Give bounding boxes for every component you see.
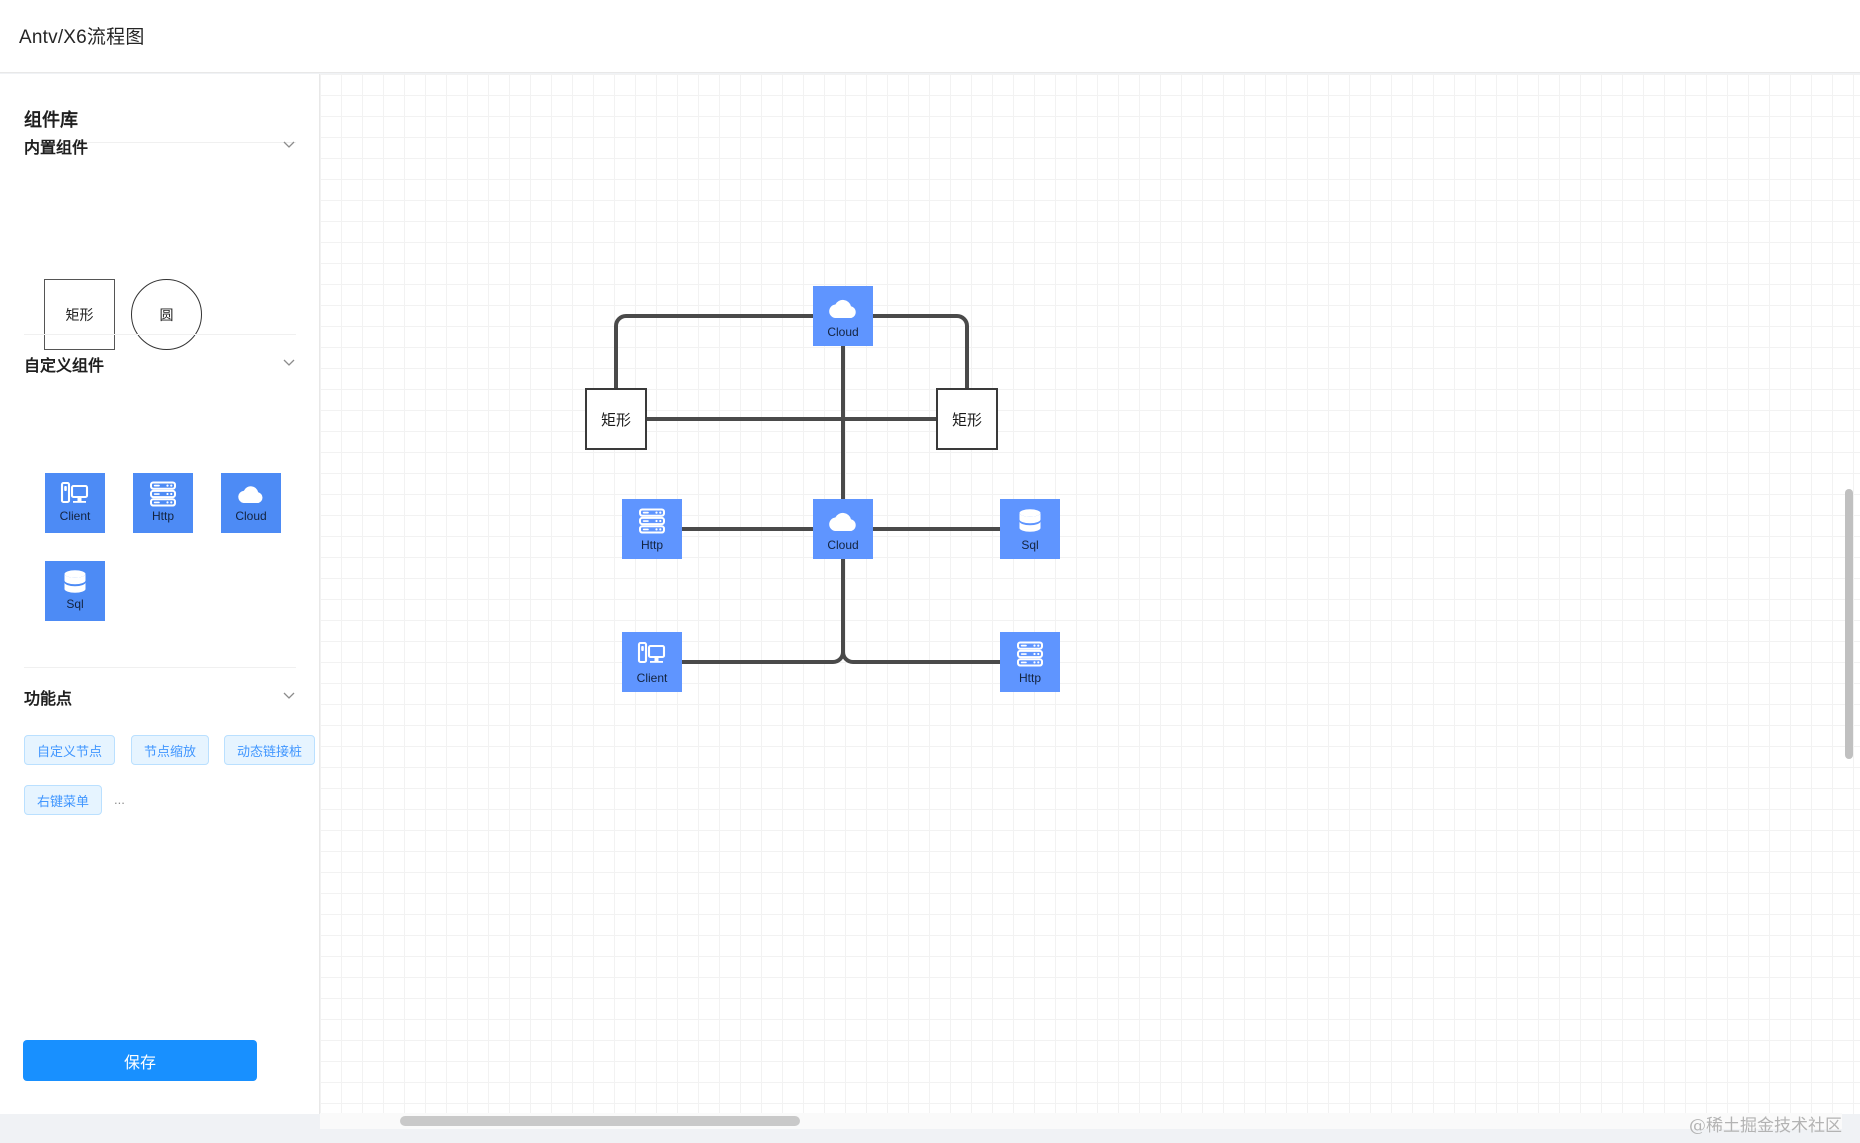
canvas-node-cloud-mid[interactable]: Cloud <box>813 499 873 559</box>
database-icon <box>1013 507 1047 535</box>
chevron-down-icon[interactable] <box>282 355 296 369</box>
server-icon <box>148 481 178 507</box>
flow-canvas[interactable]: Cloud 矩形 矩形 <box>320 74 1860 1114</box>
feature-tag-context-menu[interactable]: 右键菜单 <box>24 785 103 815</box>
client-icon <box>60 481 90 507</box>
canvas-vertical-scrollbar[interactable] <box>1845 489 1853 759</box>
server-icon <box>635 507 669 535</box>
palette-builtin-rect[interactable]: 矩形 <box>44 279 115 350</box>
palette-tile-sql-label: Sql <box>66 597 84 611</box>
section-label-custom: 自定义组件 <box>24 358 105 375</box>
canvas-node-label: Http <box>1018 671 1041 685</box>
edge-layer <box>614 314 1002 664</box>
feature-tag-custom-node[interactable]: 自定义节点 <box>24 735 116 765</box>
app-header: Antv/X6流程图 <box>0 0 1860 73</box>
canvas-node-label: Cloud <box>827 538 859 552</box>
canvas-node-cloud-top[interactable]: Cloud <box>813 286 873 346</box>
palette-tile-http[interactable]: Http <box>133 473 193 533</box>
canvas-node-rect-left[interactable]: 矩形 <box>585 388 647 450</box>
canvas-node-client-bot[interactable]: Client <box>622 632 682 692</box>
divider <box>24 142 296 143</box>
client-icon <box>635 640 669 668</box>
feature-tag-more: ... <box>114 792 125 807</box>
edge-cloudmid-clientbot <box>680 557 845 664</box>
library-title: 组件库 <box>24 110 78 130</box>
canvas-node-label: 矩形 <box>600 411 631 429</box>
palette-builtin-circle[interactable]: 圆 <box>131 279 202 350</box>
canvas-node-rect-right[interactable]: 矩形 <box>936 388 998 450</box>
section-label-builtin: 内置组件 <box>24 140 89 157</box>
cloud-icon <box>826 294 860 322</box>
palette-tile-cloud-label: Cloud <box>235 509 267 523</box>
palette-tile-sql[interactable]: Sql <box>45 561 105 621</box>
palette-tile-cloud[interactable]: Cloud <box>221 473 281 533</box>
canvas-node-http-mid[interactable]: Http <box>622 499 682 559</box>
section-header-builtin[interactable]: 内置组件 <box>24 134 296 157</box>
canvas-node-label: Client <box>636 671 668 685</box>
component-library-sidebar: 组件库 内置组件 矩形 圆 自定义组件 <box>0 74 320 1114</box>
canvas-node-label: Cloud <box>827 325 859 339</box>
palette-builtin-rect-label: 矩形 <box>65 306 94 323</box>
edge-cloudtop-rectleft <box>614 314 815 390</box>
palette-tile-client[interactable]: Client <box>45 473 105 533</box>
edge-cloudtop-rectright <box>871 314 969 390</box>
palette-builtin-circle-label: 圆 <box>159 306 174 323</box>
cloud-icon <box>826 507 860 535</box>
palette-tile-http-label: Http <box>151 509 174 523</box>
canvas-node-label: Http <box>640 538 663 552</box>
save-button[interactable]: 保存 <box>23 1040 257 1081</box>
feature-tag-dynamic-port[interactable]: 动态链接桩 <box>224 735 316 765</box>
canvas-node-label: Sql <box>1021 538 1039 552</box>
sidebar-footer: 保存 <box>0 1016 319 1114</box>
palette-tile-client-label: Client <box>59 509 91 523</box>
section-header-custom[interactable]: 自定义组件 <box>24 352 296 375</box>
feature-tag-node-zoom[interactable]: 节点缩放 <box>131 735 210 765</box>
chevron-down-icon[interactable] <box>282 688 296 702</box>
canvas-horizontal-scrollbar[interactable] <box>400 1116 800 1126</box>
canvas-node-label: 矩形 <box>951 411 982 429</box>
canvas-node-sql-mid[interactable]: Sql <box>1000 499 1060 559</box>
canvas-grid <box>320 74 1860 1114</box>
edge-cloudmid-httpbot <box>841 557 1002 664</box>
canvas-node-http-bot[interactable]: Http <box>1000 632 1060 692</box>
section-label-features: 功能点 <box>24 691 73 708</box>
page-title: Antv/X6流程图 <box>19 27 145 48</box>
database-icon <box>60 569 90 595</box>
divider <box>24 667 296 668</box>
section-header-features[interactable]: 功能点 <box>24 685 296 708</box>
chevron-down-icon[interactable] <box>282 137 296 151</box>
server-icon <box>1013 640 1047 668</box>
divider <box>24 334 296 335</box>
cloud-icon <box>236 481 266 507</box>
